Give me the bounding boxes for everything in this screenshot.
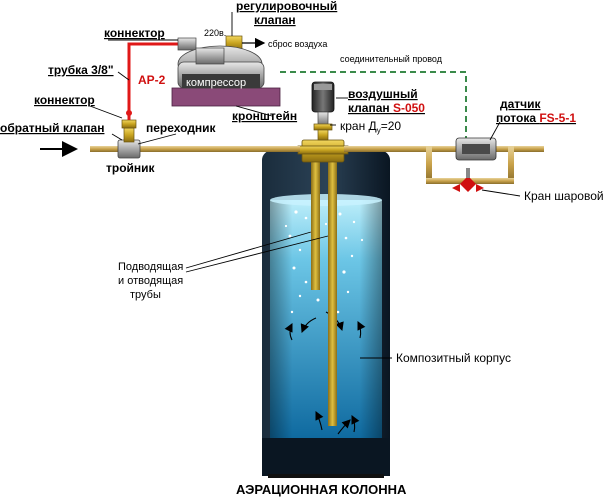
circulation-arrows — [284, 311, 366, 435]
air-valve-model: S-050 — [393, 101, 425, 115]
regulating-valve-label-2: клапан — [254, 13, 296, 27]
adapter-label: переходник — [146, 121, 217, 135]
air-valve-label-1: воздушный — [348, 87, 418, 101]
pipes-label-1: Подводящая — [118, 261, 183, 273]
air-release-label: сброс воздуха — [268, 39, 327, 49]
flow-sensor-label-2: потока FS-5-1 — [496, 111, 576, 125]
housing-label: Композитный корпус — [396, 351, 511, 365]
flow-sensor-label-1: датчик — [500, 97, 542, 111]
crane-suffix: =20 — [381, 119, 402, 133]
air-valve-label-prefix: клапан — [348, 101, 393, 115]
pipes-label-2: и отводящая — [118, 275, 183, 287]
crane-prefix: кран Д — [340, 119, 377, 133]
air-bubbles — [284, 210, 364, 314]
tank-head-cap — [297, 139, 349, 163]
compressor-label: компрессор — [186, 77, 246, 89]
compressor — [171, 45, 281, 107]
bracket-plate — [171, 87, 281, 107]
flow-sensor-model: FS-5-1 — [539, 111, 576, 125]
ap-model-label: АР-2 — [138, 73, 166, 87]
connection-wire — [280, 71, 467, 140]
flow-sensor-prefix: потока — [496, 111, 539, 125]
air-tube-red — [127, 42, 178, 120]
composite-tank — [262, 146, 390, 478]
connector-top-label: коннектор — [104, 26, 165, 40]
check-valve-label: обратный клапан — [0, 121, 104, 135]
ball-valve — [452, 168, 484, 192]
tee-label: тройник — [106, 161, 156, 175]
air-valve — [311, 81, 335, 141]
flow-sensor — [455, 137, 497, 161]
ball-valve-label: Кран шаровой — [524, 189, 604, 203]
connector-left-label: коннектор — [34, 93, 95, 107]
connection-wire-label: соединительный провод — [340, 54, 443, 64]
regulating-valve-label-1: регулировочный — [236, 0, 337, 13]
voltage-label: 220в. — [204, 28, 226, 38]
tube-label: трубка 3/8" — [48, 63, 114, 77]
connector-dot — [126, 110, 132, 116]
crane-sub: у — [377, 126, 381, 135]
air-valve-label-2: клапан S-050 — [348, 101, 425, 115]
bracket-label: кронштейн — [232, 109, 297, 123]
pipes-label-3: трубы — [130, 289, 161, 301]
inner-pipes — [311, 162, 337, 426]
leader-lines — [89, 12, 521, 359]
crane-label: кран Ду=20 — [340, 119, 401, 135]
diagram-title: АЭРАЦИОННАЯ КОЛОННА — [236, 482, 407, 497]
tee-fitting — [117, 119, 141, 159]
